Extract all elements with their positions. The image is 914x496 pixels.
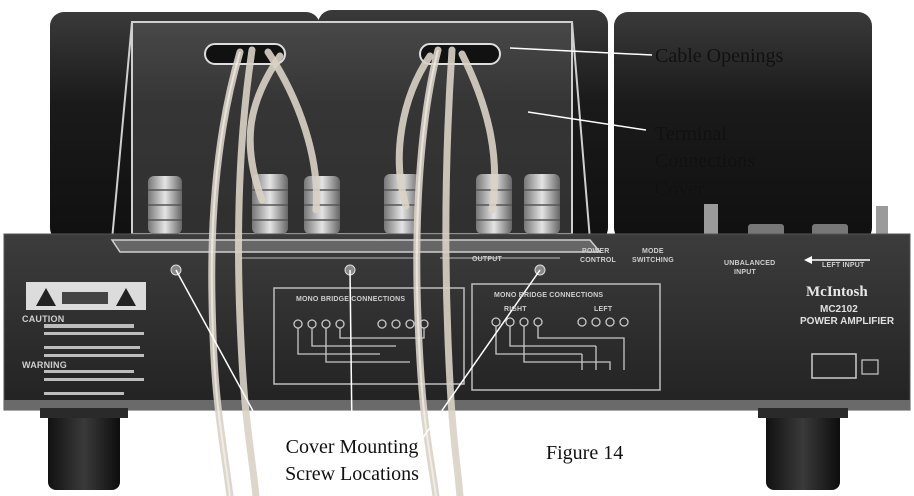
panel-warning-label: WARNING	[22, 360, 67, 370]
mounting-callout-line1: Cover Mounting	[285, 436, 419, 458]
panel-mono-bridge-left: MONO BRIDGE CONNECTIONS	[296, 296, 406, 303]
panel-mode-label: MODE	[642, 248, 664, 255]
mono-bridge-box-right	[471, 283, 661, 391]
panel-power-label: POWER	[582, 248, 610, 255]
cable-opening-left	[204, 43, 286, 65]
transformer-right	[614, 12, 872, 242]
panel-control-label: CONTROL	[580, 257, 617, 264]
panel-left-label: LEFT	[594, 306, 613, 313]
foot-right	[766, 410, 840, 490]
panel-input-label: INPUT	[734, 269, 756, 276]
mono-bridge-box-left	[273, 287, 465, 385]
terminal-cover-callout-line1: Terminal	[655, 123, 727, 145]
rear-panel	[3, 233, 911, 411]
panel-right-label: RIGHT	[504, 306, 527, 313]
figure-caption: Figure 14	[546, 442, 624, 464]
model-description: POWER AMPLIFIER	[800, 316, 895, 327]
terminal-cover-callout-line2: Connections	[655, 150, 755, 172]
panel-left-input-label: LEFT INPUT	[822, 262, 865, 269]
brand-logo: McIntosh	[806, 284, 868, 300]
terminal-cover-callout-line3: Cover	[655, 178, 704, 200]
panel-mono-bridge-right: MONO BRIDGE CONNECTIONS	[494, 292, 604, 299]
panel-caution-label: CAUTION	[22, 314, 65, 324]
mounting-callout-line2: Screw Locations	[285, 463, 419, 485]
panel-switching-label: SWITCHING	[632, 257, 674, 264]
panel-unbalanced-label: UNBALANCED	[724, 260, 776, 267]
foot-left	[48, 410, 120, 490]
model-number: MC2102	[820, 304, 858, 315]
panel-output-label: OUTPUT	[472, 256, 502, 263]
cable-openings-callout: Cable Openings	[655, 45, 784, 67]
